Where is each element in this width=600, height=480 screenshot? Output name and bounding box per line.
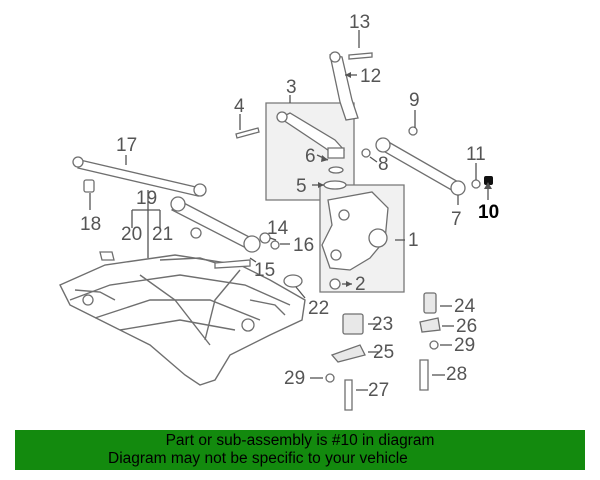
callout-14: 14 xyxy=(267,218,289,239)
callout-21: 21 xyxy=(152,224,173,245)
banner-line-1: Part or sub-assembly is #10 in diagram xyxy=(165,432,435,449)
callout-13: 13 xyxy=(349,12,370,33)
banner-line-2: Diagram may not be specific to your vehi… xyxy=(108,450,408,467)
callout-9: 9 xyxy=(409,90,420,111)
callout-8: 8 xyxy=(378,154,389,175)
small-parts xyxy=(83,52,493,411)
callout-7: 7 xyxy=(451,209,462,230)
callout-25: 25 xyxy=(373,342,394,363)
arrow-heads xyxy=(318,72,492,287)
callout-20: 20 xyxy=(121,224,142,245)
arm-7 xyxy=(375,137,466,196)
callout-26: 26 xyxy=(456,316,477,337)
callout-labels: 1 2 3 4 5 6 7 8 9 10 11 12 13 14 15 16 1… xyxy=(80,12,499,401)
part-10 xyxy=(484,176,493,185)
callout-19: 19 xyxy=(136,188,157,209)
callout-5: 5 xyxy=(296,176,307,197)
arm-12 xyxy=(329,51,359,121)
callout-2: 2 xyxy=(355,274,366,295)
callout-4: 4 xyxy=(234,96,245,117)
callout-16: 16 xyxy=(293,235,314,256)
callout-27: 27 xyxy=(368,380,389,401)
subframe-drawing xyxy=(59,254,306,386)
callout-29b: 29 xyxy=(284,368,305,389)
callout-3: 3 xyxy=(286,77,297,98)
callout-15: 15 xyxy=(254,260,275,281)
info-banner: Part or sub-assembly is #10 in diagram D… xyxy=(15,430,585,470)
arm-19 xyxy=(170,196,261,253)
callout-23: 23 xyxy=(372,314,393,335)
callout-17: 17 xyxy=(116,135,137,156)
callout-6: 6 xyxy=(305,146,316,167)
callout-1: 1 xyxy=(408,230,419,251)
callout-22: 22 xyxy=(308,298,329,319)
callout-18: 18 xyxy=(80,214,101,235)
callout-11: 11 xyxy=(466,144,486,165)
callout-12: 12 xyxy=(360,66,381,87)
callout-10: 10 xyxy=(478,202,499,223)
callout-24: 24 xyxy=(454,296,476,317)
knuckle-1 xyxy=(321,191,389,271)
callout-29a: 29 xyxy=(454,335,475,356)
callout-28: 28 xyxy=(446,364,467,385)
arm-17 xyxy=(72,156,207,197)
parts-diagram: 1 2 3 4 5 6 7 8 9 10 11 12 13 14 15 16 1… xyxy=(59,12,499,411)
